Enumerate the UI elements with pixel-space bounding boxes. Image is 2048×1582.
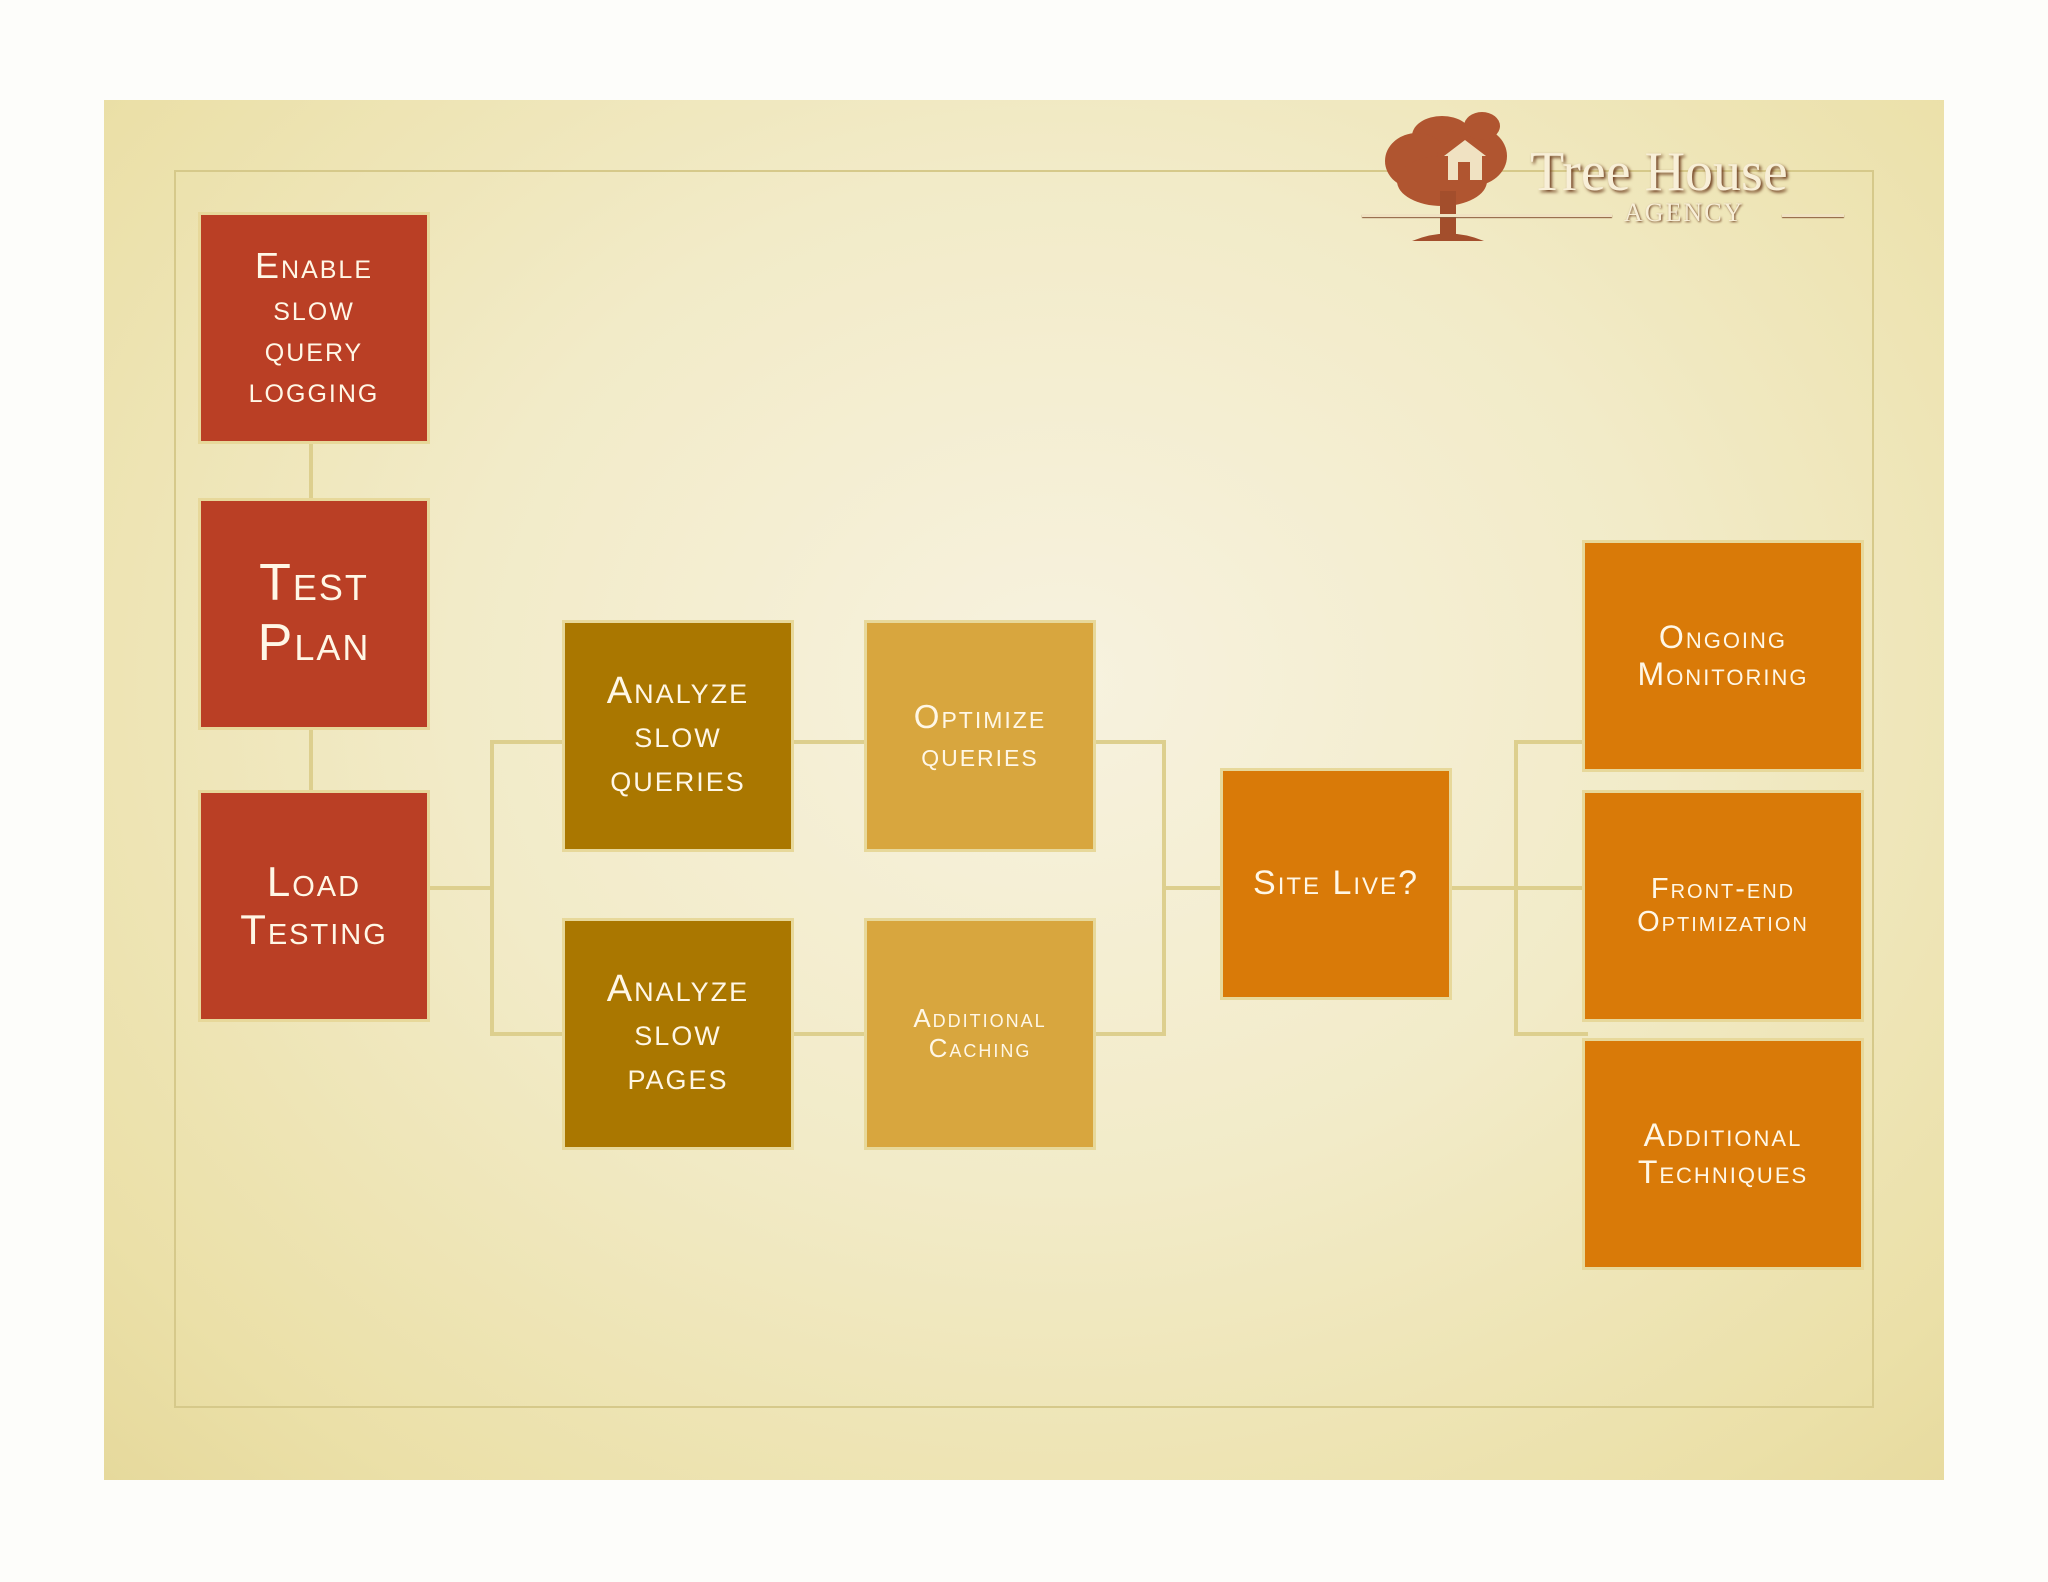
box-load-testing: Load Testing bbox=[198, 790, 430, 1022]
connector-to-frontend bbox=[1514, 886, 1588, 890]
connector-test-to-load bbox=[309, 728, 313, 790]
box-front-end-optimization: Front-end Optimization bbox=[1582, 790, 1864, 1022]
box-enable-slow-query-logging: Enable slow query logging bbox=[198, 212, 430, 444]
box-additional-caching: Additional Caching bbox=[864, 918, 1096, 1150]
connector-to-site-live bbox=[1162, 886, 1226, 890]
box-analyze-slow-pages: Analyze slow pages bbox=[562, 918, 794, 1150]
logo-name: Tree House bbox=[1530, 141, 1788, 203]
connector-to-monitoring bbox=[1514, 740, 1588, 744]
logo-rule-left bbox=[1362, 214, 1612, 217]
box-ongoing-monitoring: Ongoing Monitoring bbox=[1582, 540, 1864, 772]
connector-site-live-out bbox=[1450, 886, 1518, 890]
connector-queries-to-optimize bbox=[794, 740, 868, 744]
connector-caching-out bbox=[1094, 1032, 1164, 1036]
box-test-plan: Test Plan bbox=[198, 498, 430, 730]
connector-to-analyze-queries bbox=[490, 740, 566, 744]
connector-pages-to-caching bbox=[794, 1032, 868, 1036]
connector-to-analyze-pages bbox=[490, 1032, 566, 1036]
connector-optimize-out bbox=[1094, 740, 1164, 744]
logo-subtitle: AGENCY bbox=[1624, 198, 1745, 227]
tree-house-icon bbox=[1385, 112, 1507, 241]
connector-enable-to-test bbox=[309, 442, 313, 502]
box-optimize-queries: Optimize queries bbox=[864, 620, 1096, 852]
slide-frame bbox=[174, 170, 1874, 1408]
slide: Tree House AGENCY Enable slow query logg… bbox=[104, 100, 1944, 1480]
connector-load-out bbox=[430, 886, 494, 890]
logo-rule-right bbox=[1782, 214, 1844, 217]
connector-to-techniques bbox=[1514, 1032, 1588, 1036]
connector-split-vertical bbox=[490, 740, 494, 1036]
box-analyze-slow-queries: Analyze slow queries bbox=[562, 620, 794, 852]
tree-house-logo: Tree House AGENCY bbox=[1362, 106, 1852, 246]
box-additional-techniques: Additional Techniques bbox=[1582, 1038, 1864, 1270]
box-site-live: Site Live? bbox=[1220, 768, 1452, 1000]
